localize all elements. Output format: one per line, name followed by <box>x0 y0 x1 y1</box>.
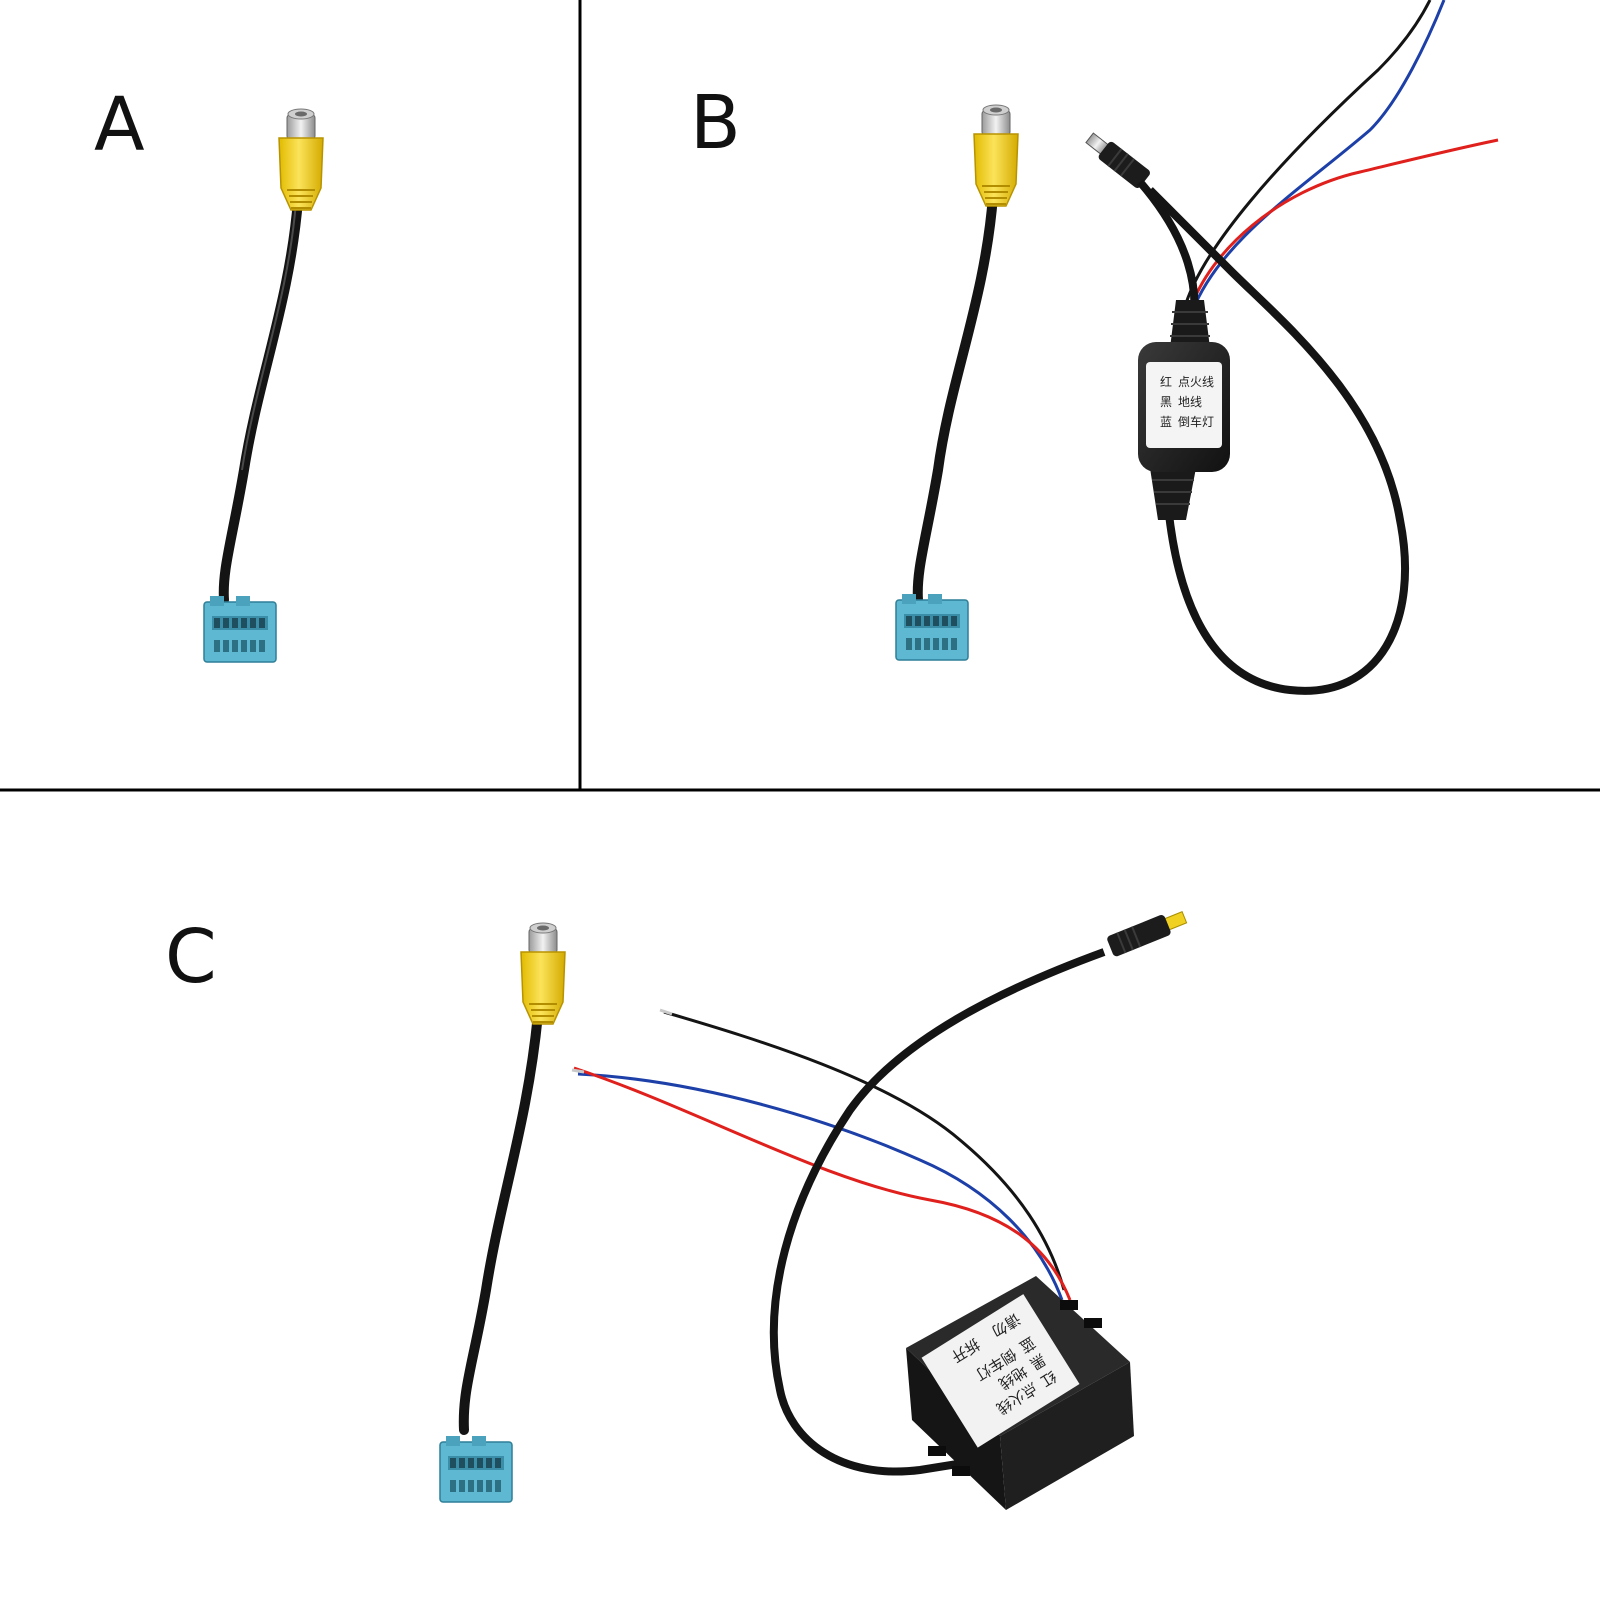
b-col1-line2: 黑 <box>1160 395 1172 409</box>
panel-c-label: C <box>165 914 217 1000</box>
panel-b-module-label: 红 黑 蓝 点火线 地线 倒车灯 <box>1160 374 1214 429</box>
b-col1-line1: 红 <box>1160 374 1172 389</box>
panel-a-cable <box>203 108 324 663</box>
b-col2-line2: 地线 <box>1178 395 1202 409</box>
panel-c-cable <box>439 911 1188 1510</box>
panel-a-label: A <box>94 82 145 168</box>
b-col1-line3: 蓝 <box>1160 415 1172 429</box>
b-col2-line3: 倒车灯 <box>1178 414 1214 429</box>
panel-b-cable <box>895 0 1499 695</box>
b-col2-line1: 点火线 <box>1178 375 1214 389</box>
panel-b-label: B <box>690 80 741 166</box>
